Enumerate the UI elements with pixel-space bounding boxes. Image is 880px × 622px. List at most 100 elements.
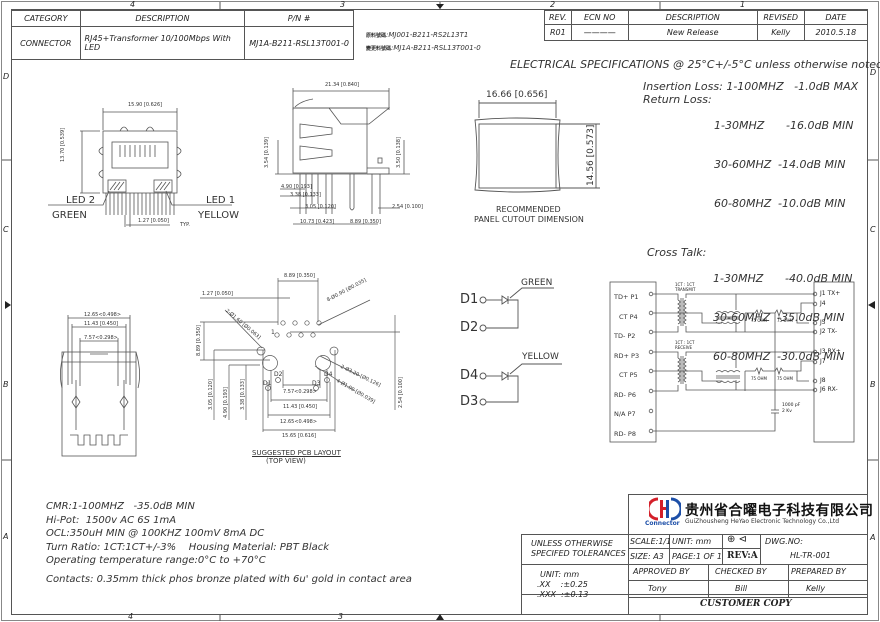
circuit-pin: CT P4 [619, 312, 638, 321]
led-pin-d3: D3 [460, 394, 479, 409]
zone-col-3-bottom: 3 [338, 612, 344, 621]
notes-block: CMR:1-100MHZ -35.0dB MIN Hi-Pot: 1500v A… [46, 500, 412, 586]
cutout-caption-2: PANEL CUTOUT DIMENSION [474, 215, 584, 224]
original-pn-label: 原料號碼 [366, 33, 387, 39]
insertion-loss-label: Insertion Loss: [643, 80, 723, 93]
circuit-pin-j3: J3 RX+ [820, 348, 841, 355]
transmit-ratio: 1CT : 1CT [675, 282, 695, 287]
transmit-label: TRANSMIT [675, 287, 696, 292]
pcb-pitch-dim: 1.27 [0.050] [202, 291, 233, 297]
side-dim-1: 4.90 [0.193] [281, 184, 312, 190]
note-temperature: Operating temperature range:0°C to +70°C [46, 555, 266, 566]
unit-label: UNIT: mm [672, 537, 712, 546]
return-loss-value: -14.0dB MIN [778, 158, 846, 171]
resistor-label: 75 OHM [751, 376, 767, 381]
cross-talk-value: -30.0dB MIN [777, 350, 845, 363]
return-loss-range: 60-80MHZ [714, 197, 772, 210]
category-table: CATEGORY DESCRIPTION P/N # CONNECTOR RJ4… [11, 10, 354, 60]
company-logo [646, 497, 683, 521]
cross-talk-range: 1-30MHZ [713, 272, 764, 285]
zone-col-4-bottom: 4 [128, 612, 134, 621]
circuit-pin: CT P5 [619, 371, 638, 379]
circuit-pin-j1: J1 TX+ [820, 290, 841, 297]
revision-table: REV. ECN NO DESCRIPTION REVISED DATE R01… [544, 10, 869, 41]
insertion-loss-value: -1.0dB MAX [794, 80, 859, 93]
front-width-dim: 15.90 [0.626] [128, 102, 163, 108]
dwg-no-label: DWG.NO: [765, 537, 803, 546]
pcb-hdim-4: 15.65 [0.616] [282, 433, 317, 439]
zone-row-b: B [3, 380, 9, 389]
new-pn-label: 變更料號碼 [366, 46, 392, 52]
circuit-pin-j2: J2 TX- [820, 328, 838, 335]
led1-label: LED 1 [206, 195, 236, 206]
prepared-by-label: PREPARED BY [791, 567, 846, 576]
led2-label: LED 2 [66, 195, 96, 206]
pcb-hdim-1: 7.57<0.298> [283, 389, 317, 395]
logo-text: Connector [645, 520, 680, 527]
side-dim-2: 3.38 [0.133] [290, 192, 321, 198]
company-name-cn: 贵州省合曜电子科技有限公司 [685, 503, 874, 519]
elec-spec-title: ELECTRICAL SPECIFICATIONS @ 25°C+/-5°C u… [510, 58, 880, 71]
receive-ratio: 1CT : 1CT [675, 340, 695, 345]
part-references: 原料號碼:MJ001-B211-RS2L13T1 變更料號碼:MJ1A-B211… [366, 31, 481, 52]
side-dim-6: 2.54 [0.100] [392, 204, 423, 210]
pn-value: MJ1A-B211-RSL13T001-0 [244, 26, 354, 60]
tolerance-title-2: SPECIFED TOLERANCES [531, 549, 626, 558]
category-value: CONNECTOR [11, 26, 81, 60]
prepared-by-value: Kelly [806, 584, 826, 593]
zone-col-1: 1 [740, 0, 746, 9]
revision-row: R01 ———— New Release Kelly 2010.5.18 [544, 24, 869, 41]
front-typ-label: TYP. [180, 222, 190, 228]
tolerance-title-1: UNLESS OTHERWISE [531, 539, 613, 548]
note-cmr: CMR:1-100MHZ -35.0dB MIN [46, 501, 195, 512]
note-contacts: Contacts: 0.35mm thick phos bronze plate… [46, 573, 412, 585]
rev-label: REV:A [727, 551, 758, 561]
resistor-label: 75 OHM [751, 318, 767, 323]
led-pin-d1: D1 [460, 292, 479, 307]
circuit-pin: RD- P6 [614, 390, 636, 399]
zone-row-d-right: D [870, 68, 877, 77]
return-loss-value: -10.0dB MIN [778, 197, 846, 210]
projection-icon: ⊕ ⊲ [727, 534, 747, 545]
receive-label: RECEIVE [675, 345, 693, 350]
pcb-d4-label: D4 [324, 371, 333, 378]
pcb-d1-label: D1 [263, 380, 272, 387]
side-dim-3: 3.05 [0.120] [305, 204, 336, 210]
bottom-dim-2: 11.43 [0.450] [84, 321, 119, 327]
return-loss-value: -16.0dB MIN [786, 119, 854, 132]
cross-talk-range: 30-60MHZ [713, 311, 771, 324]
rev-description-value: New Release [627, 24, 758, 41]
side-dim-5: 8.89 [0.350] [350, 219, 381, 225]
approved-by-label: APPROVED BY [633, 567, 690, 576]
pcb-d3-label: D3 [312, 380, 321, 387]
resistor-label: 75 OHM [777, 376, 793, 381]
return-loss-label: Return Loss: [643, 93, 712, 106]
tolerance-xx: .XX :±0.25 [537, 580, 588, 589]
led-pin-d2: D2 [460, 320, 479, 335]
cross-talk-value: -35.0dB MIN [777, 311, 845, 324]
circuit-pin: RD- P8 [614, 429, 636, 438]
pcb-caption-2: (TOP VIEW) [266, 457, 306, 465]
circuit-pin-j8: J8 [820, 377, 826, 384]
side-dim-4: 10.73 [0.423] [300, 219, 335, 225]
circuit-pin: TD+ P1 [614, 293, 639, 301]
zone-row-b-right: B [870, 380, 876, 389]
cutout-width-dim: 16.66 [0.656] [486, 90, 548, 100]
page-label: PAGE:1 OF 1 [672, 552, 723, 561]
tolerance-unit: UNIT: mm [540, 570, 580, 579]
cross-talk-range: 60-80MHZ [713, 350, 771, 363]
circuit-pin: TD- P2 [614, 332, 636, 340]
led-yellow-label: YELLOW [522, 352, 559, 362]
zone-row-c: C [3, 225, 9, 234]
checked-by-value: Bill [735, 584, 748, 593]
circuit-pin-j7: J7 [820, 358, 826, 365]
zone-row-c-right: C [870, 225, 876, 234]
bottom-dim-1: 12.65<0.498> [84, 312, 122, 318]
date-value: 2010.5.18 [803, 24, 869, 41]
